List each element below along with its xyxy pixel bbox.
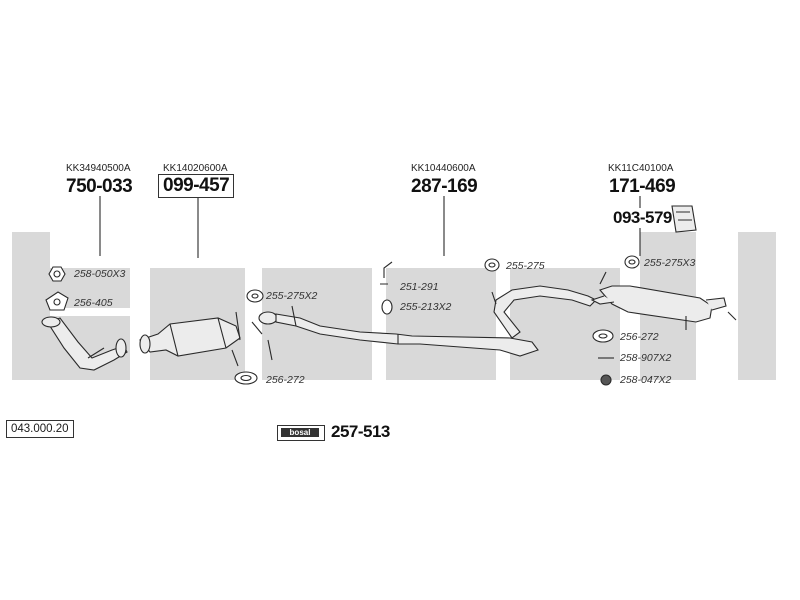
rear-silencer-part [590, 271, 737, 330]
ref-label: 258-907X2 [620, 352, 672, 364]
ref-label: 255-213X2 [400, 301, 452, 313]
rubber-mount-icon [381, 299, 393, 315]
ref-label: 255-275X2 [266, 290, 318, 302]
catalog-number: 043.000.20 [6, 420, 74, 438]
catalytic-converter-part [139, 311, 241, 367]
hanger-icon [380, 261, 393, 285]
ref-label: 255-275 [506, 260, 545, 272]
ref-label: 256-405 [74, 297, 113, 309]
front-pipe-part [41, 316, 128, 371]
ref-label: 258-047X2 [620, 374, 672, 386]
part-number: 171-469 [609, 176, 676, 197]
part-number-boxed: 099-457 [158, 174, 235, 198]
assembly-code: KK11C40100A [608, 163, 674, 174]
heat-shield-bracket-part [671, 205, 697, 233]
part-number: 287-169 [411, 176, 478, 197]
extra-part-number: 093-579 [613, 208, 672, 227]
assembly-code: KK14020600A [163, 163, 228, 174]
assembly-code: KK34940500A [66, 163, 131, 174]
ref-label: 255-275X3 [644, 257, 696, 269]
ref-label: 256-272 [266, 374, 305, 386]
ref-label: 258-050X3 [74, 268, 126, 280]
ref-label: 251-291 [400, 281, 439, 293]
part-number: 750-033 [66, 176, 133, 197]
ref-label: 256-272 [620, 331, 659, 343]
bosal-logo: bosal [277, 425, 325, 441]
middle-pipe-part [251, 285, 597, 361]
assembly-code: KK10440600A [411, 163, 476, 174]
brand-part-number: 257-513 [331, 422, 390, 441]
bosal-logo-text: bosal [281, 428, 319, 437]
nut-icon [600, 374, 612, 386]
